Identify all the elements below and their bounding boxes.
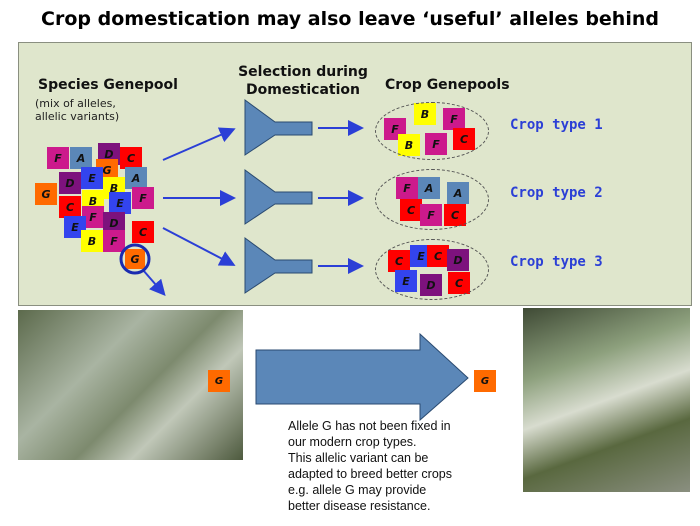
arrow-to-crop-3 — [162, 227, 236, 266]
allele-tile-g: G — [35, 183, 57, 205]
caption: Allele G has not been fixed in our moder… — [288, 418, 452, 514]
crop-genepool-ellipse-3 — [375, 239, 489, 300]
allele-tile-c: C — [59, 196, 81, 218]
caption-line: e.g. allele G may provide — [288, 483, 427, 497]
allele-tile-f: F — [47, 147, 69, 169]
allele-tile-e: E — [81, 167, 103, 189]
big-arrow — [255, 332, 469, 422]
funnel-2 — [244, 169, 313, 225]
allele-g-tile-wild: G — [208, 370, 230, 392]
crop-type-2-label: Crop type 2 — [510, 185, 603, 201]
caption-line: better disease resistance. — [288, 499, 431, 513]
allele-tile-f: F — [132, 187, 154, 209]
crop-varieties-photo — [523, 308, 690, 492]
allele-tile-a: A — [70, 147, 92, 169]
allele-tile-f: F — [103, 230, 125, 252]
allele-tile-b: B — [81, 230, 103, 252]
funnel-3 — [244, 237, 313, 294]
crop-type-3-label: Crop type 3 — [510, 254, 603, 270]
species-genepool-subtitle: (mix of alleles, allelic variants) — [35, 97, 120, 123]
crop-genepool-ellipse-2 — [375, 169, 489, 230]
caption-line: adapted to breed better crops — [288, 467, 453, 481]
crop-genepools-heading: Crop Genepools — [385, 77, 510, 93]
allele-tile-g: G — [125, 249, 145, 269]
allele-tile-e: E — [64, 216, 86, 238]
highlight-circle — [119, 243, 151, 275]
allele-tile-e: E — [109, 192, 131, 214]
allele-tile-c: C — [132, 221, 154, 243]
caption-line: Allele G has not been fixed in — [288, 419, 451, 433]
caption-line: our modern crop types. — [288, 435, 417, 449]
funnel-1 — [244, 99, 313, 156]
allele-g-tile-crop: G — [474, 370, 496, 392]
caption-line: This allelic variant can be — [288, 451, 429, 465]
allele-tile-f: F — [82, 206, 104, 228]
crop-type-1-label: Crop type 1 — [510, 117, 603, 133]
species-genepool-heading: Species Genepool — [38, 77, 178, 93]
arrow-to-crop-1 — [162, 127, 236, 161]
wild-plant-photo — [18, 310, 243, 460]
allele-tile-d: D — [103, 212, 125, 234]
allele-tile-c: C — [120, 147, 142, 169]
crop-genepool-ellipse-1 — [375, 102, 489, 160]
slide-title: Crop domestication may also leave ‘usefu… — [41, 8, 659, 30]
allele-tile-d: D — [59, 172, 81, 194]
selection-heading: Selection during Domestication — [238, 64, 368, 98]
allele-tile-a: A — [125, 167, 147, 189]
